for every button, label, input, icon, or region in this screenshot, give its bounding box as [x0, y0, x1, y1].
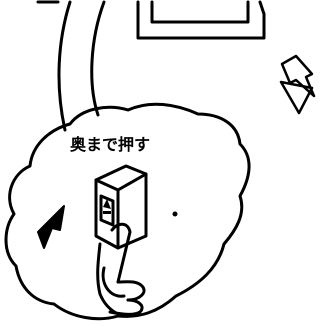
push-direction-arrow-icon	[38, 206, 64, 248]
cable-loop	[59, 2, 104, 130]
pointing-hand	[98, 224, 144, 314]
instruction-text: 奥まで押す	[70, 131, 190, 155]
dot-detail	[174, 213, 176, 215]
down-arrow-icon	[281, 56, 314, 113]
top-device	[138, 2, 264, 38]
